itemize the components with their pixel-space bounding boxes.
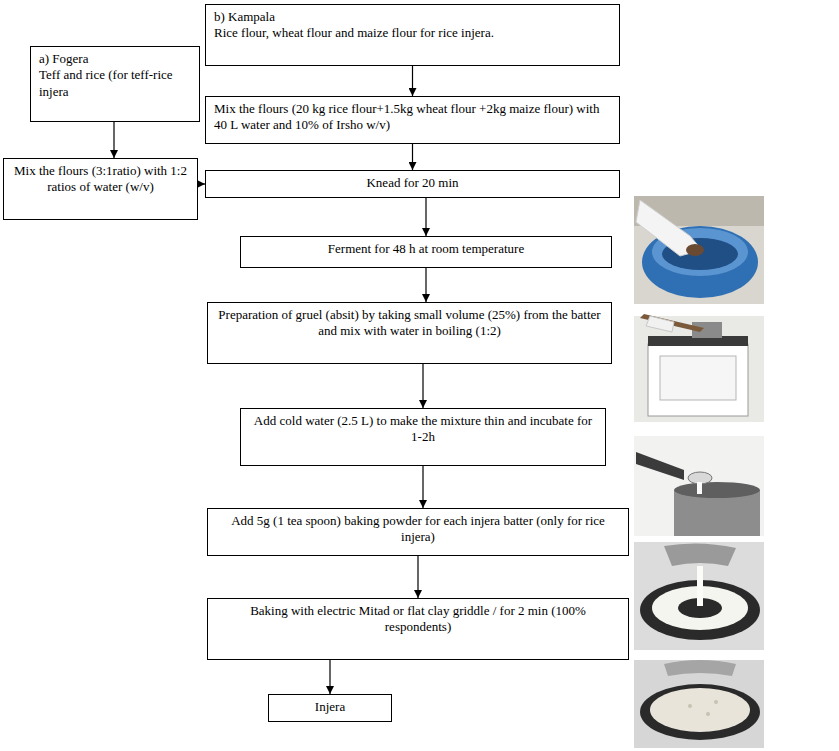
- flow-arrow: [422, 364, 423, 408]
- box-text: Rice flour, wheat flour and maize flour …: [214, 25, 611, 41]
- box-text: Teff and rice (for teff-rice injera: [39, 67, 191, 100]
- flow-arrow: [422, 466, 423, 508]
- box-text: b) Kampala: [214, 9, 611, 25]
- pot-photo: [634, 436, 764, 536]
- flow-arrow: [412, 66, 413, 96]
- process-box: Add cold water (2.5 L) to make the mixtu…: [240, 408, 606, 466]
- box-text: a) Fogera: [39, 51, 191, 67]
- box-text: Knead for 20 min: [214, 175, 611, 191]
- flow-arrow: [425, 198, 426, 236]
- process-box: b) KampalaRice flour, wheat flour and ma…: [205, 4, 620, 66]
- box-text: Mix the flours (20 kg rice flour+1.5kg w…: [214, 101, 611, 134]
- mitad-injera-photo: [634, 660, 764, 748]
- flow-arrow: [425, 268, 426, 302]
- process-box: Ferment for 48 h at room temperature: [240, 236, 612, 268]
- process-box: Preparation of gruel (absit) by taking s…: [207, 302, 612, 364]
- process-box: Baking with electric Mitad or flat clay …: [207, 598, 629, 660]
- process-box: Mix the flours (3:1ratio) with 1:2 ratio…: [3, 158, 198, 220]
- flow-arrow: [417, 556, 418, 598]
- box-text: Preparation of gruel (absit) by taking s…: [216, 307, 603, 340]
- box-text: Baking with electric Mitad or flat clay …: [216, 603, 620, 636]
- process-box: Injera: [268, 694, 392, 722]
- box-text: Injera: [277, 699, 383, 715]
- flow-arrow: [329, 660, 330, 694]
- process-box: Add 5g (1 tea spoon) baking powder for e…: [207, 508, 629, 556]
- box-text: Add 5g (1 tea spoon) baking powder for e…: [216, 513, 620, 546]
- process-box: Mix the flours (20 kg rice flour+1.5kg w…: [205, 96, 620, 144]
- box-text: Ferment for 48 h at room temperature: [249, 241, 603, 257]
- box-text: Add cold water (2.5 L) to make the mixtu…: [249, 413, 597, 446]
- kneading-photo: [634, 196, 764, 304]
- process-box: Knead for 20 min: [205, 170, 620, 198]
- box-text: Mix the flours (3:1ratio) with 1:2 ratio…: [12, 163, 189, 196]
- flow-arrow: [113, 122, 114, 158]
- flow-arrow: [412, 144, 413, 170]
- mitad-pouring-photo: [634, 542, 764, 650]
- stove-photo: [634, 314, 764, 422]
- flow-arrow: [198, 183, 205, 184]
- process-box: a) FogeraTeff and rice (for teff-rice in…: [30, 46, 200, 122]
